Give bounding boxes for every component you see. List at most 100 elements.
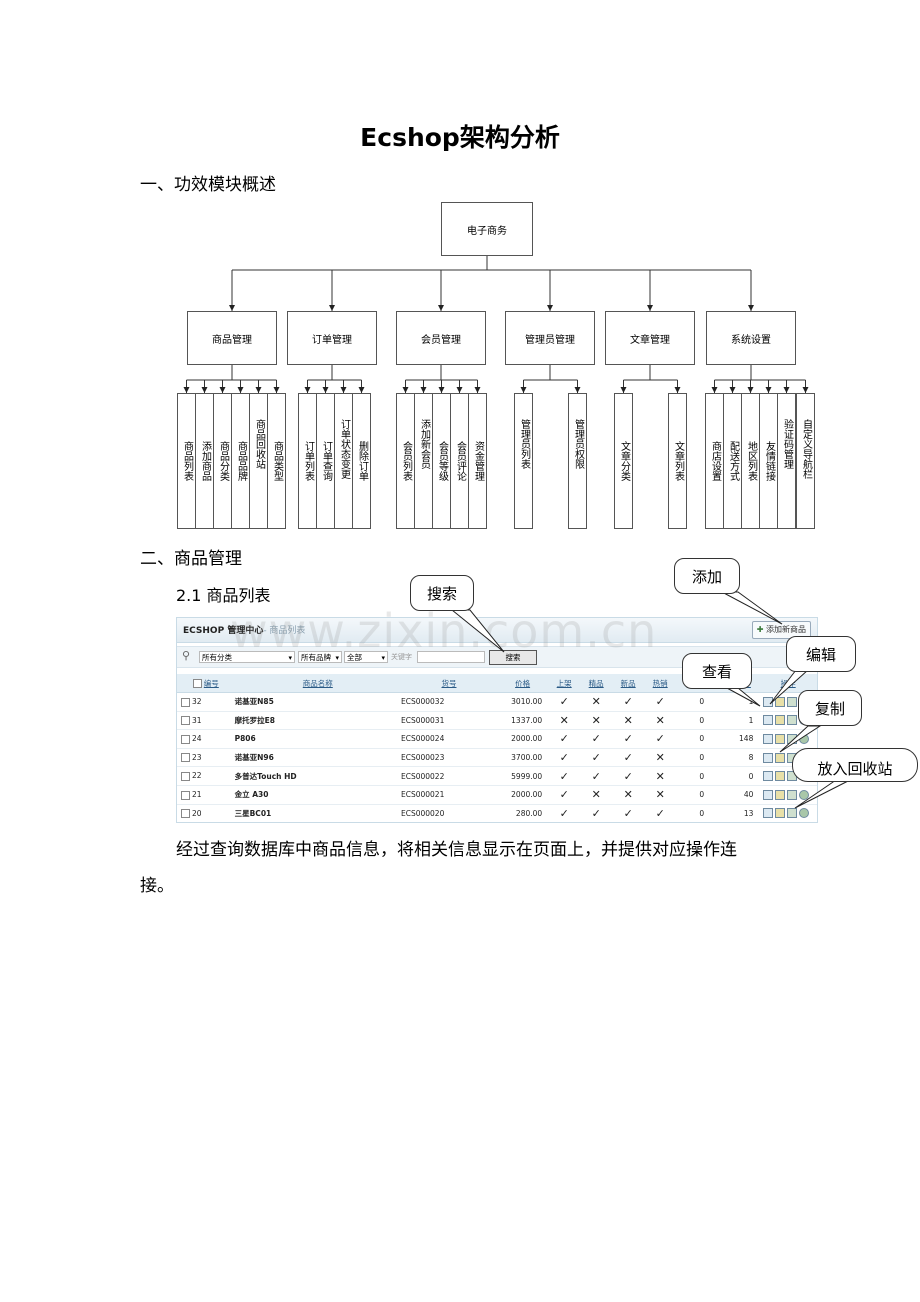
copy-icon[interactable] (787, 808, 798, 819)
cell-onsale-yes[interactable]: ✓ (548, 785, 581, 805)
row-id: 24 (192, 734, 202, 744)
column-header[interactable]: 价格 (496, 674, 549, 693)
edit-icon[interactable] (775, 752, 786, 763)
cell-onsale-yes[interactable]: ✓ (548, 729, 581, 749)
copy-icon[interactable] (787, 715, 798, 726)
add-product-button[interactable]: ✚ 添加新商品 (751, 621, 811, 639)
row-checkbox[interactable] (181, 697, 190, 707)
cell-hot-no[interactable]: ✕ (644, 711, 677, 731)
cell-onsale-yes[interactable]: ✓ (548, 692, 581, 712)
column-header[interactable]: 新品 (612, 674, 645, 693)
row-checkbox[interactable] (181, 771, 190, 781)
cell-sn: ECS000020 (400, 804, 497, 822)
callout-edit-bubble: 编辑 (786, 636, 856, 672)
edit-icon[interactable] (775, 733, 786, 744)
admin-header: ECSHOP 管理中心- 商品列表 ✚ 添加新商品 (177, 618, 817, 643)
search-bar: ⚲ 所有分类 所有品牌 全部 关键字 搜索 (177, 646, 817, 668)
edit-icon[interactable] (775, 789, 786, 800)
column-header[interactable]: 商品名称 (234, 674, 401, 693)
cell-new-yes[interactable]: ✓ (612, 729, 645, 749)
diagram-module-node: 会员管理 (396, 311, 486, 365)
cell-stock: 40 (727, 785, 760, 805)
edit-icon[interactable] (775, 808, 786, 819)
breadcrumb: - 商品列表 (263, 626, 306, 636)
column-header[interactable]: 上架 (548, 674, 581, 693)
cell-new-yes[interactable]: ✓ (612, 766, 645, 786)
row-checkbox[interactable] (181, 734, 190, 744)
cell-id: 20 (177, 804, 235, 822)
view-icon[interactable] (763, 733, 774, 744)
diagram-module-node: 订单管理 (287, 311, 377, 365)
trash-icon[interactable] (799, 808, 810, 819)
cell-id: 31 (177, 711, 235, 731)
view-icon[interactable] (763, 715, 774, 726)
column-header[interactable]: 精品 (580, 674, 613, 693)
callout-trash-bubble: 放入回收站 (792, 748, 918, 782)
cell-best-no[interactable]: ✕ (580, 785, 613, 805)
keyword-input[interactable] (417, 651, 485, 663)
row-checkbox[interactable] (181, 753, 190, 763)
cell-onsale-yes[interactable]: ✓ (548, 804, 581, 822)
edit-icon[interactable] (775, 771, 786, 782)
copy-icon[interactable] (787, 789, 798, 800)
edit-icon[interactable] (775, 715, 786, 726)
cell-onsale-no[interactable]: ✕ (548, 711, 581, 731)
brand-select[interactable]: 所有品牌 (298, 651, 342, 664)
cell-hot-yes[interactable]: ✓ (644, 729, 677, 749)
cell-onsale-yes[interactable]: ✓ (548, 748, 581, 768)
trash-icon[interactable] (799, 789, 810, 800)
cell-best-yes[interactable]: ✓ (580, 766, 613, 786)
cell-hot-yes[interactable]: ✓ (644, 692, 677, 712)
column-header-label: 新品 (620, 678, 636, 688)
description-line-1: 经过查询数据库中商品信息，将相关信息显示在页面上，并提供对应操作连 (176, 840, 737, 860)
cell-best-yes[interactable]: ✓ (580, 748, 613, 768)
diagram-leaf-label: 地区列表 (745, 441, 757, 481)
search-button[interactable]: 搜索 (489, 650, 537, 665)
document-title: Ecshop架构分析 (360, 123, 560, 152)
cell-new-yes[interactable]: ✓ (612, 692, 645, 712)
view-icon[interactable] (763, 808, 774, 819)
cell-best-no[interactable]: ✕ (580, 711, 613, 731)
cell-new-no[interactable]: ✕ (612, 711, 645, 731)
cell-new-yes[interactable]: ✓ (612, 748, 645, 768)
diagram-leaf-node: 管理员列表 (514, 393, 533, 529)
cell-hot-no[interactable]: ✕ (644, 766, 677, 786)
diagram-leaf-label: 商品列表 (181, 441, 193, 481)
category-select[interactable]: 所有分类 (199, 651, 295, 664)
cell-sort: 0 (676, 785, 728, 805)
module-diagram: 电子商务 商品管理商品列表添加商品商品分类商品品牌商品回收站商品类型订单管理订单… (0, 0, 920, 540)
cell-best-yes[interactable]: ✓ (580, 804, 613, 822)
copy-icon[interactable] (787, 696, 798, 707)
diagram-leaf-label: 订单列表 (302, 441, 314, 481)
cell-onsale-yes[interactable]: ✓ (548, 766, 581, 786)
select-all-checkbox[interactable] (192, 679, 202, 688)
diagram-leaf-node: 资金管理 (468, 393, 487, 529)
view-icon[interactable] (763, 752, 774, 763)
column-header[interactable]: 热销 (644, 674, 677, 693)
view-icon[interactable] (763, 771, 774, 782)
view-icon[interactable] (763, 789, 774, 800)
search-callout-pointer (450, 609, 505, 653)
row-id: 32 (192, 697, 202, 707)
column-header[interactable]: 编号 (177, 674, 235, 693)
cell-best-no[interactable]: ✕ (580, 692, 613, 712)
cell-hot-no[interactable]: ✕ (644, 748, 677, 768)
row-checkbox[interactable] (181, 790, 190, 800)
callout-add-bubble: 添加 (674, 558, 740, 594)
edit-icon[interactable] (775, 696, 786, 707)
cell-new-no[interactable]: ✕ (612, 785, 645, 805)
status-select[interactable]: 全部 (344, 651, 388, 664)
row-checkbox[interactable] (181, 809, 190, 819)
cell-price: 2000.00 (496, 729, 549, 749)
description-line-2: 接。 (140, 876, 174, 896)
cell-new-yes[interactable]: ✓ (612, 804, 645, 822)
callout-search-bubble: 搜索 (410, 575, 474, 611)
cell-hot-yes[interactable]: ✓ (644, 804, 677, 822)
diagram-leaf-label: 添加新会员 (418, 419, 430, 469)
column-header[interactable]: 货号 (400, 674, 497, 693)
row-checkbox[interactable] (181, 716, 190, 726)
cell-hot-no[interactable]: ✕ (644, 785, 677, 805)
cell-best-yes[interactable]: ✓ (580, 729, 613, 749)
